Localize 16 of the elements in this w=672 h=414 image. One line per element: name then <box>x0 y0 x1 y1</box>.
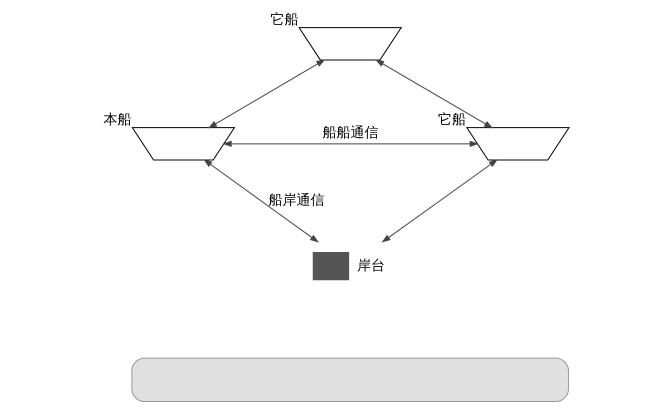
arrow <box>203 159 320 243</box>
node-box <box>131 358 569 402</box>
edge-label: 船船通信 <box>322 124 379 141</box>
arrow <box>208 59 326 128</box>
node-picture <box>131 127 236 160</box>
edge-label: 船岸通信 <box>268 192 325 209</box>
arrow <box>375 59 494 128</box>
arrow <box>382 159 498 243</box>
node-label: 本船 <box>104 112 132 128</box>
node-label: 岸台 <box>357 258 386 274</box>
node-picture <box>466 127 570 160</box>
node-box <box>312 252 350 280</box>
arrow <box>222 140 479 148</box>
node-label: 它船 <box>270 12 298 28</box>
node-picture <box>298 27 402 60</box>
node-label: 它船 <box>438 112 466 128</box>
